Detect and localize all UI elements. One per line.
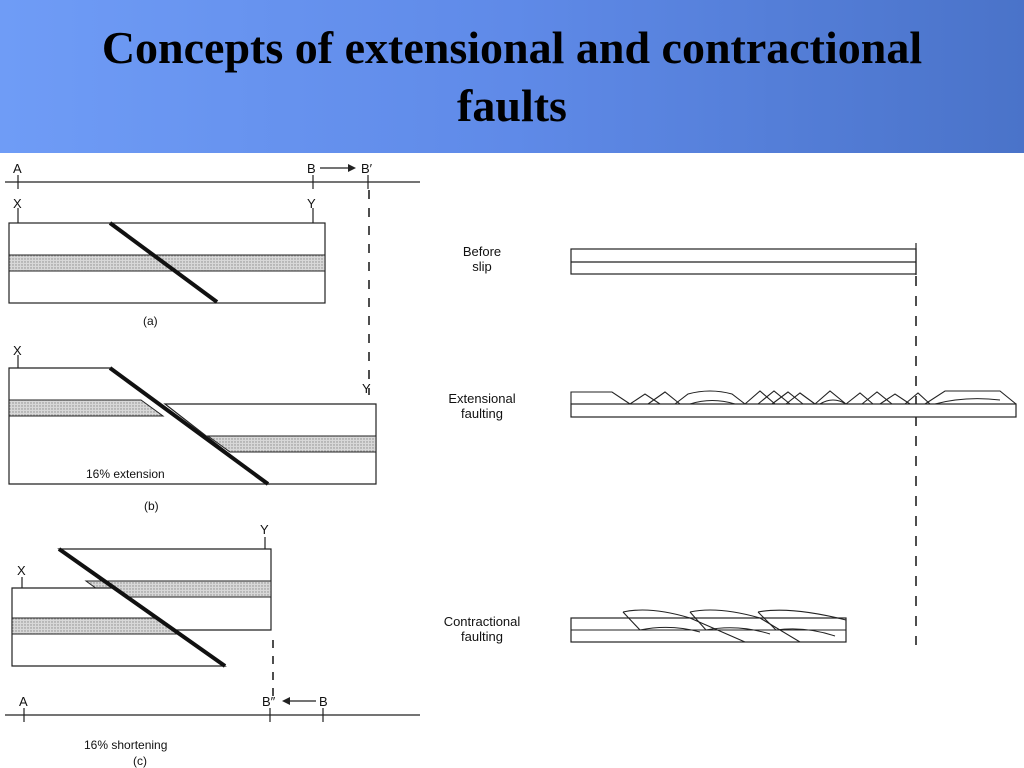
panel-c-y-label: Y bbox=[260, 522, 269, 537]
label-b-double-prime: B″ bbox=[262, 694, 276, 709]
extensional-label-line1: Extensional bbox=[448, 391, 515, 406]
shortening-note: 16% shortening bbox=[84, 738, 167, 752]
panel-a: X Y (a) bbox=[8, 196, 326, 328]
before-label-line2: slip bbox=[472, 259, 492, 274]
contractional-label-line2: faulting bbox=[461, 629, 503, 644]
panel-a-caption: (a) bbox=[143, 314, 158, 328]
panel-c: Y X bbox=[11, 522, 274, 700]
panel-b: X Y 16% extension (b) bbox=[8, 343, 377, 513]
label-b-prime: B′ bbox=[361, 161, 373, 176]
panel-c-caption: (c) bbox=[133, 754, 147, 768]
extensional-faulting-section: Extensional faulting bbox=[448, 390, 1017, 421]
label-a-top: A bbox=[13, 161, 22, 176]
panel-b-x-label: X bbox=[13, 343, 22, 358]
panel-c-x-label: X bbox=[17, 563, 26, 578]
label-b-top: B bbox=[307, 161, 316, 176]
contractional-faulting-section: Contractional faulting bbox=[444, 609, 847, 644]
panel-a-y-label: Y bbox=[307, 196, 316, 211]
slide-title: Concepts of extensional and contractiona… bbox=[101, 21, 923, 131]
bottom-ruler: A B″ B 16% shortening (c) bbox=[5, 694, 420, 768]
contractional-label-line1: Contractional bbox=[444, 614, 521, 629]
before-slip-section: Before slip bbox=[463, 243, 917, 275]
title-bar: Concepts of extensional and contractiona… bbox=[0, 0, 1024, 153]
fault-diagram: A B B′ X Y (a) X Y 16% extension (b) Y X bbox=[5, 161, 1017, 768]
label-a-bottom: A bbox=[19, 694, 28, 709]
top-ruler: A B B′ bbox=[5, 161, 420, 189]
extensional-label-line2: faulting bbox=[461, 406, 503, 421]
panel-a-x-label: X bbox=[13, 196, 22, 211]
panel-b-y-label: Y bbox=[362, 381, 371, 396]
label-b-bottom: B bbox=[319, 694, 328, 709]
before-label-line1: Before bbox=[463, 244, 501, 259]
panel-b-caption: (b) bbox=[144, 499, 159, 513]
extension-note: 16% extension bbox=[86, 467, 165, 481]
